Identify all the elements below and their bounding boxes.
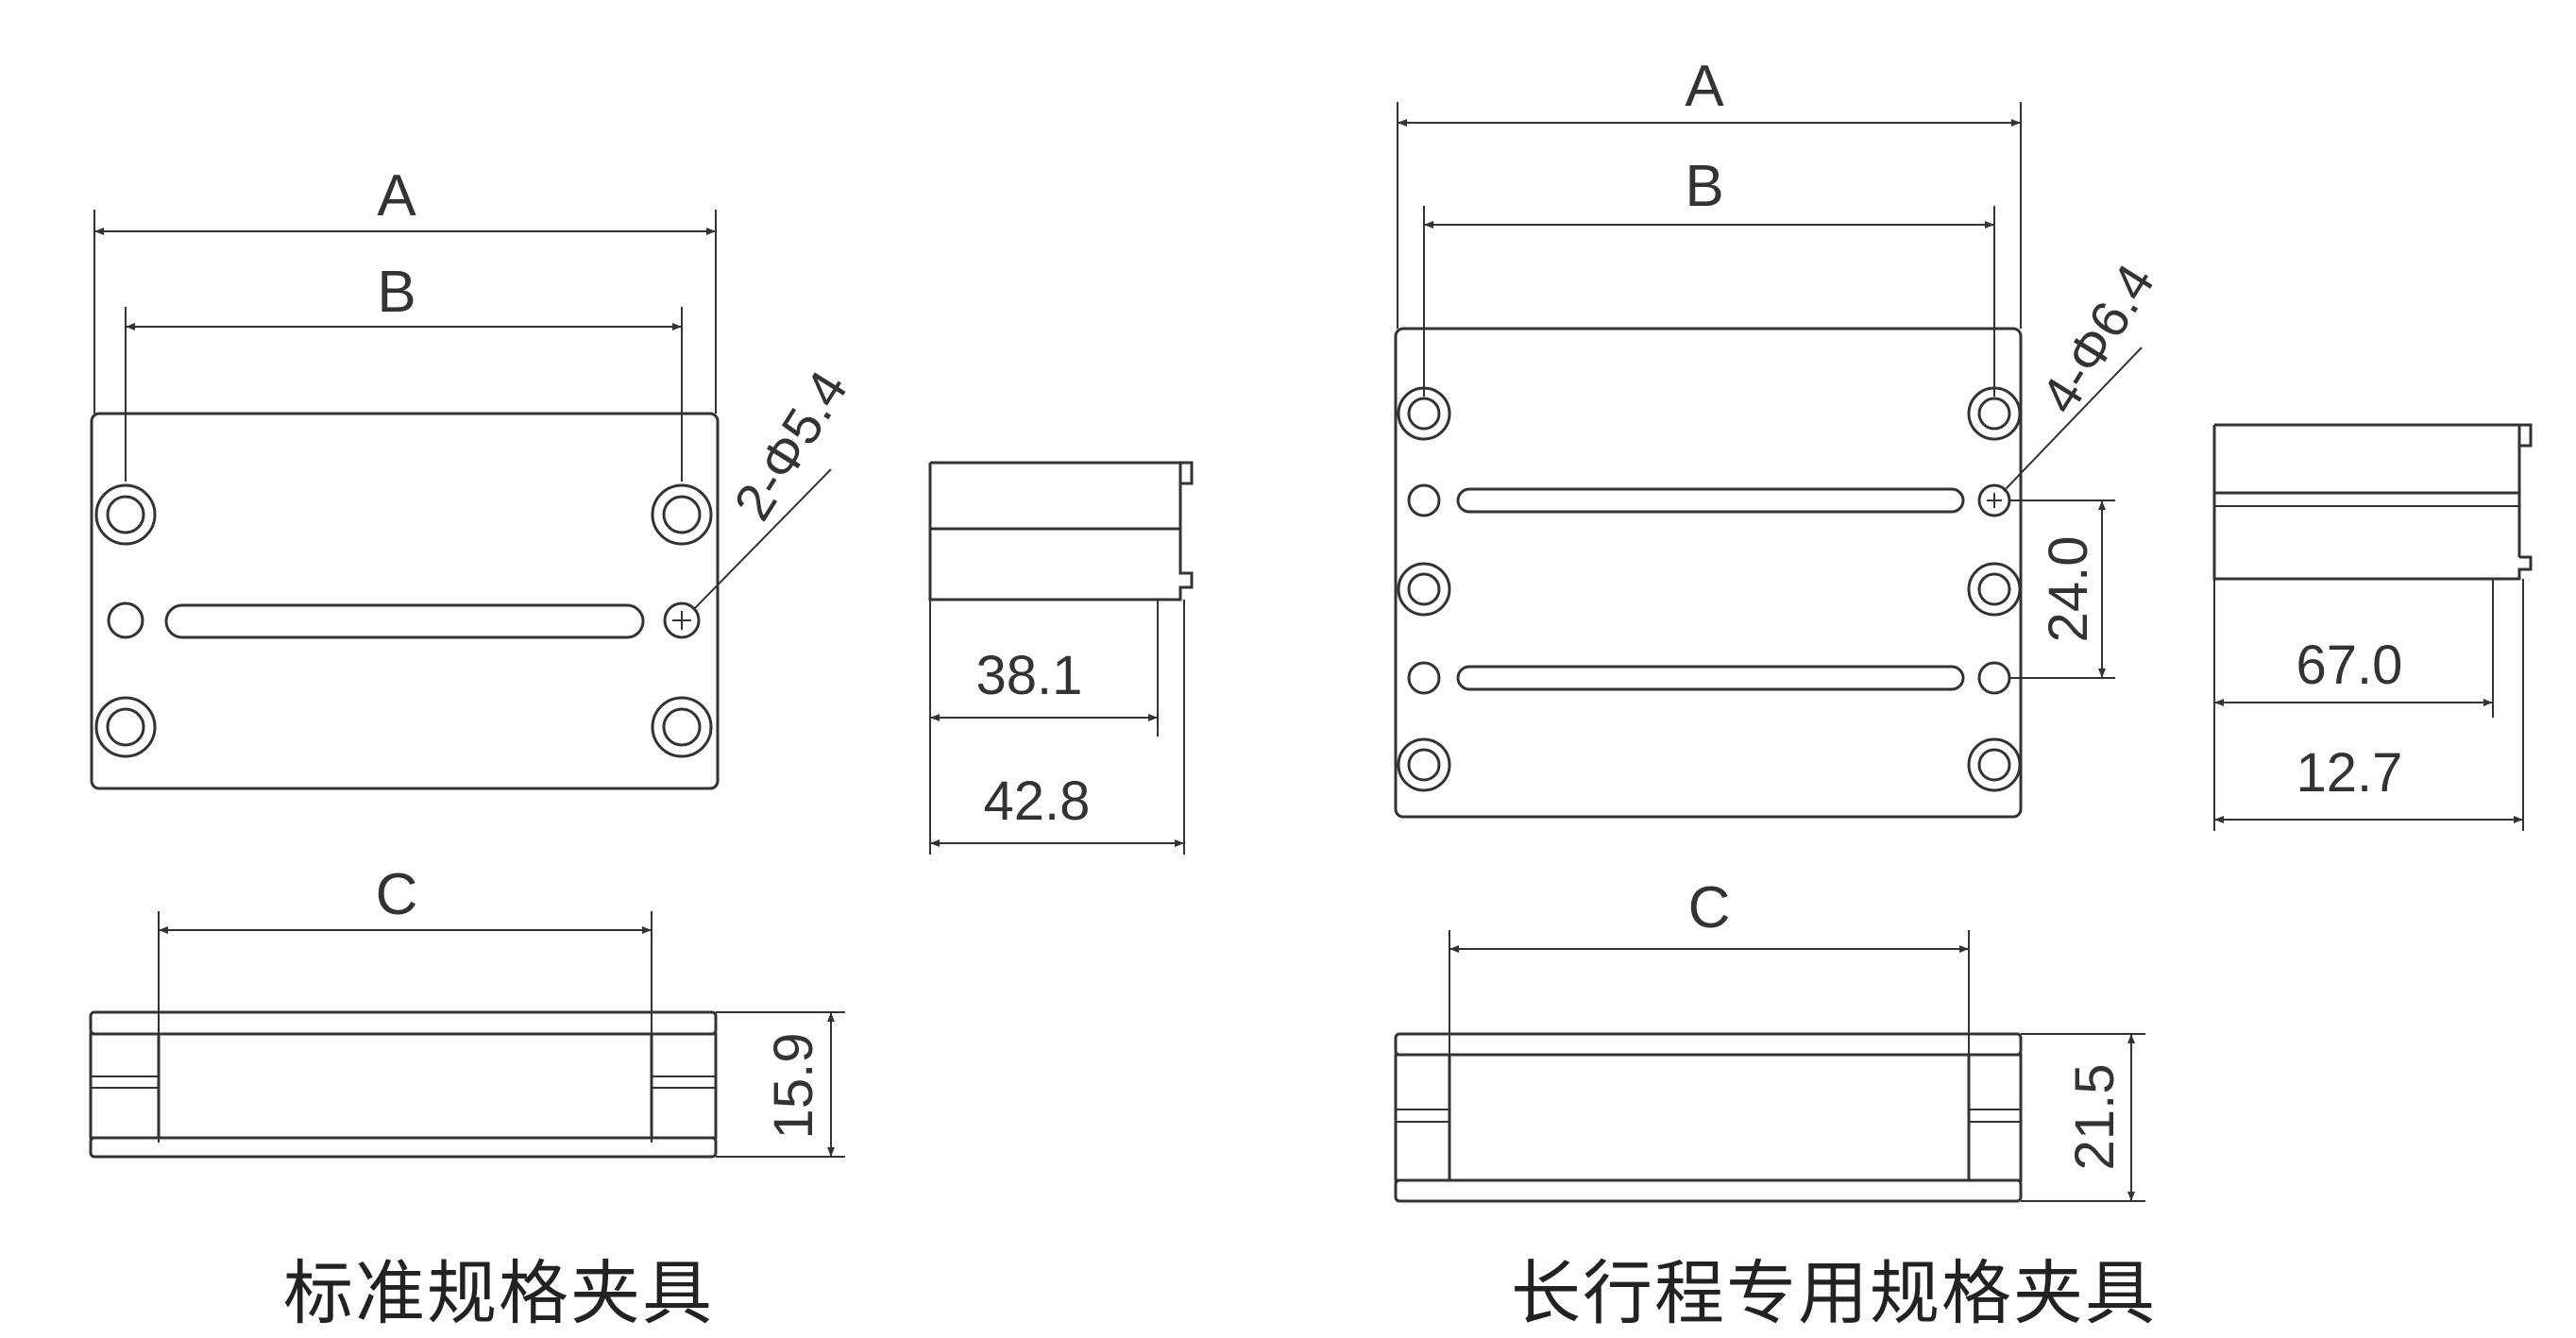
standard-plate	[90, 412, 720, 790]
standard-front-view	[89, 911, 845, 1159]
standard-top-view	[90, 210, 832, 790]
long-hole-callout: 4-Φ6.4	[2029, 254, 2166, 424]
long-slot-pitch-value: 24.0	[2038, 536, 2099, 643]
standard-slot	[164, 603, 645, 639]
long-inner-dim-value: 67.0	[2296, 635, 2403, 696]
long-label-a: A	[1685, 54, 1724, 119]
standard-inner-dim-value: 38.1	[976, 645, 1083, 706]
long-slot-upper	[1456, 487, 1965, 514]
standard-label-b: B	[377, 260, 415, 325]
long-slot-lower	[1456, 665, 1965, 691]
standard-mount-holes	[94, 483, 713, 758]
standard-label-c: C	[376, 862, 418, 927]
long-height-value: 21.5	[2064, 1064, 2126, 1171]
standard-label-a: A	[377, 163, 416, 229]
long-front-view	[1394, 930, 2145, 1203]
long-hole-leader	[2003, 347, 2143, 492]
standard-fixture-caption: 标准规格夹具	[283, 1253, 714, 1334]
long-stroke-fixture-caption: 长行程专用规格夹具	[1511, 1253, 2157, 1334]
long-label-b: B	[1685, 154, 1723, 219]
standard-hole-callout: 2-Φ5.4	[722, 361, 859, 531]
standard-hole-leader	[693, 468, 832, 610]
long-outer-dim-value: 12.7	[2296, 742, 2403, 804]
long-mount-holes	[1397, 386, 2022, 792]
long-side-view	[2212, 423, 2533, 831]
standard-side-view	[928, 461, 1194, 855]
standard-outer-dim-value: 42.8	[984, 771, 1091, 832]
long-label-c: C	[1688, 875, 1731, 940]
standard-height-value: 15.9	[763, 1033, 824, 1140]
long-top-view	[1394, 102, 2143, 819]
long-plate	[1394, 327, 2023, 819]
